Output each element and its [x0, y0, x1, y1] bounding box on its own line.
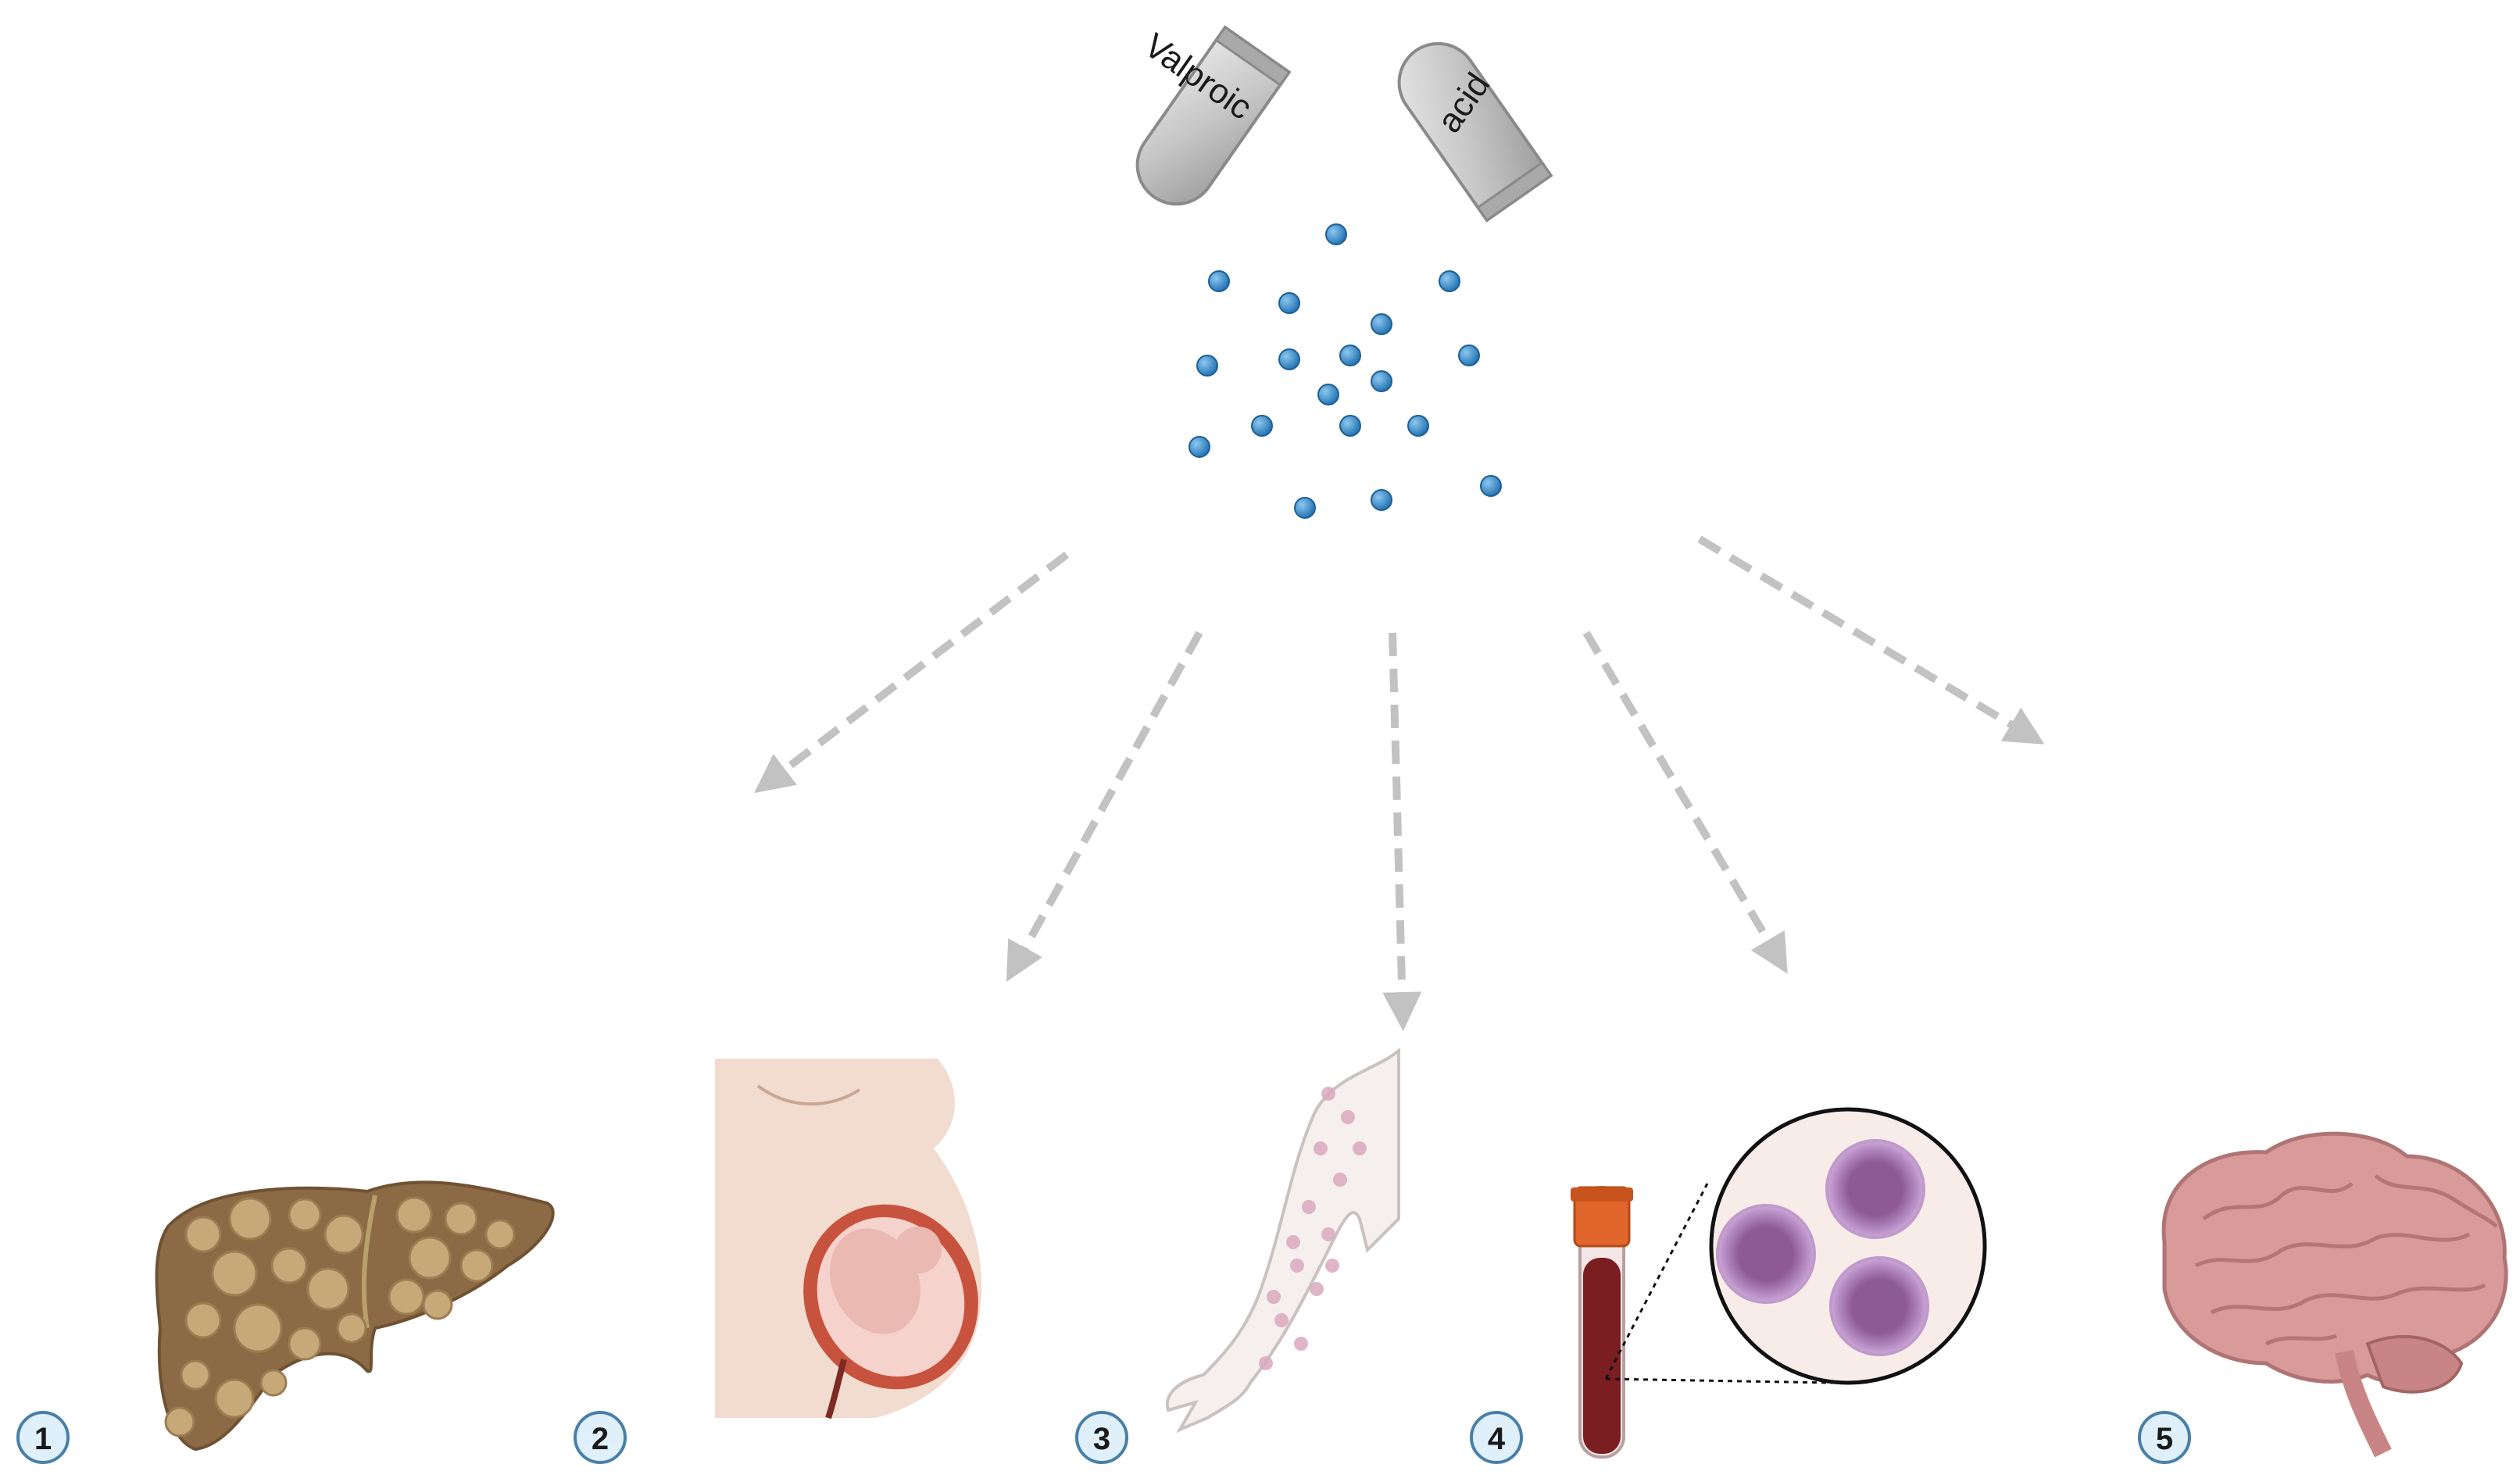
rash-spot	[1333, 1173, 1347, 1187]
rash-spot	[1321, 1087, 1335, 1101]
particle-dot	[1196, 355, 1218, 377]
drug-particles	[1189, 223, 1502, 519]
dashed-arrow-3	[1382, 632, 1422, 1031]
liver-nodule	[288, 1198, 322, 1232]
liver-nodule	[259, 1369, 288, 1397]
badge-4: 4	[1470, 1411, 1523, 1464]
liver-nodule	[184, 1216, 222, 1253]
liver-nodule	[395, 1196, 433, 1234]
liver-nodule	[288, 1327, 322, 1361]
dashed-arrow-1	[754, 552, 1070, 794]
liver-nodule	[422, 1289, 453, 1320]
brain-icon	[2161, 1131, 2508, 1458]
pregnancy-icon	[715, 1059, 982, 1420]
particle-dot	[1317, 384, 1339, 405]
rash-spot	[1259, 1356, 1273, 1370]
particle-dot	[1371, 313, 1392, 335]
rash-spot	[1325, 1259, 1339, 1273]
liver-nodule	[211, 1250, 258, 1297]
particle-dot	[1278, 348, 1300, 370]
particle-dot	[1339, 345, 1361, 366]
particle-dot	[1278, 292, 1300, 314]
rash-spot	[1314, 1141, 1328, 1155]
rash-spot	[1294, 1337, 1308, 1351]
liver-nodule	[408, 1236, 452, 1280]
particle-dot	[1371, 489, 1392, 511]
particle-dot	[1294, 497, 1316, 519]
liver-nodule	[388, 1278, 425, 1316]
badge-2: 2	[574, 1411, 627, 1464]
rash-spot	[1341, 1110, 1355, 1124]
liver-nodule	[459, 1248, 494, 1283]
dashed-arrow-2	[1006, 630, 1203, 982]
rash-spot	[1321, 1227, 1335, 1241]
particle-dot	[1208, 270, 1230, 292]
capsule-left-half: Valproic	[1135, 25, 1292, 206]
badge-5: 5	[2138, 1411, 2191, 1464]
rash-spot	[1290, 1259, 1304, 1273]
liver-nodule	[484, 1219, 516, 1250]
badge-3: 3	[1075, 1411, 1128, 1464]
rash-spot	[1286, 1235, 1300, 1249]
liver-nodule	[164, 1406, 195, 1437]
particle-dot	[1189, 436, 1210, 458]
badge-1: 1	[16, 1411, 70, 1464]
liver-nodule	[184, 1302, 222, 1339]
rash-spot	[1267, 1290, 1281, 1304]
dashed-arrows	[754, 535, 2045, 1031]
liver-nodule	[323, 1214, 364, 1255]
particle-dot	[1339, 415, 1361, 437]
rash-spot	[1274, 1313, 1289, 1327]
badge-4-label: 4	[1488, 1422, 1506, 1456]
skin-rash-arm-icon	[1165, 1047, 1400, 1434]
liver-nodule	[228, 1197, 272, 1241]
liver-nodule	[336, 1312, 367, 1344]
particle-dot	[1407, 415, 1429, 437]
rash-spot	[1310, 1282, 1324, 1296]
liver-nodule	[180, 1359, 211, 1391]
rash-spot	[1353, 1141, 1367, 1155]
particle-dot	[1325, 223, 1347, 245]
particle-dot	[1251, 415, 1273, 437]
liver-nodule	[444, 1202, 478, 1236]
liver-nodule	[306, 1267, 350, 1311]
rash-spot	[1302, 1200, 1316, 1214]
liver-nodule	[270, 1247, 308, 1284]
badge-5-label: 5	[2156, 1422, 2173, 1456]
particle-dot	[1458, 345, 1480, 366]
brain-gyri	[2194, 1174, 2498, 1346]
particle-dot	[1371, 370, 1392, 392]
liver-nodule	[233, 1303, 283, 1353]
liver-icon	[155, 1180, 555, 1452]
number-badges: 1 2 3 4 5	[16, 1411, 2191, 1464]
particle-dot	[1439, 270, 1460, 292]
liver-nodule	[214, 1378, 255, 1419]
capsule-right-half: acid	[1397, 41, 1553, 223]
dashed-arrow-5	[1697, 535, 2045, 745]
badge-3-label: 3	[1093, 1422, 1110, 1456]
badge-2-label: 2	[592, 1422, 609, 1456]
dashed-arrow-4	[1582, 630, 1788, 974]
badge-1-label: 1	[34, 1422, 52, 1456]
particle-dot	[1480, 475, 1502, 497]
blood-tube-cells-icon	[1571, 1107, 1987, 1459]
